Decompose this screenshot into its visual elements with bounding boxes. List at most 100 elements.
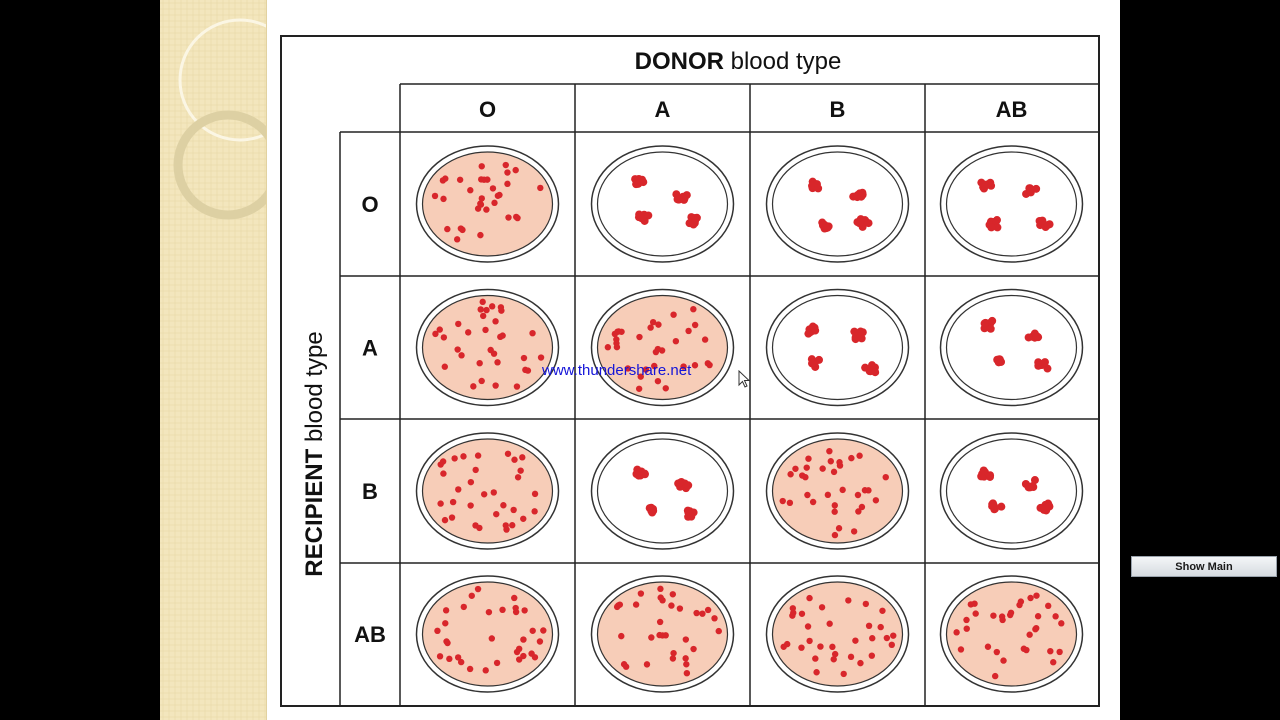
red-cell [792, 465, 799, 472]
red-cell [521, 607, 528, 614]
red-cell [855, 508, 862, 515]
red-cell [972, 610, 979, 617]
red-cell [454, 654, 462, 661]
recipient-type-label: B [362, 479, 378, 504]
red-cell [779, 497, 786, 505]
agglutinated-cell [997, 502, 1006, 511]
red-cell [460, 453, 467, 460]
recipient-type-label: O [361, 192, 378, 217]
red-cell [685, 327, 692, 335]
red-cell [872, 497, 880, 504]
red-cell [540, 627, 547, 634]
agglutinated-cell [638, 175, 647, 184]
red-cell [531, 508, 538, 515]
red-cell [830, 468, 838, 476]
red-cell [477, 231, 484, 239]
red-cell [509, 522, 516, 529]
recipient-type-label: AB [354, 622, 386, 647]
donor-type-label: B [830, 97, 846, 122]
red-cell [467, 187, 474, 194]
agglutinated-cell [687, 512, 696, 521]
agglutinated-cell [804, 329, 813, 338]
red-cell [537, 354, 545, 361]
agglutinated-cell [810, 323, 819, 332]
red-cell [806, 637, 813, 645]
red-cell [993, 648, 1001, 656]
red-cell [715, 627, 722, 635]
agglutinated-cell [814, 184, 823, 193]
red-cell [478, 195, 485, 202]
agglutinated-cell [1032, 184, 1041, 193]
agglutinated-cell [986, 324, 995, 333]
red-cell [474, 205, 482, 212]
donor-type-label: AB [996, 97, 1028, 122]
plate-inner [945, 581, 1078, 687]
red-cell [480, 491, 488, 498]
agglutinated-cell [1036, 503, 1045, 512]
red-cell [468, 592, 475, 599]
red-cell [643, 661, 651, 668]
red-cell [991, 672, 999, 680]
donor-type-label: A [655, 97, 671, 122]
red-cell [434, 627, 441, 635]
red-cell [444, 639, 451, 647]
red-cell [845, 597, 852, 604]
red-cell [520, 636, 527, 643]
agglutinated-cell [987, 223, 996, 232]
red-cell [1045, 602, 1052, 610]
red-cell [512, 166, 519, 174]
red-cell [480, 176, 488, 183]
red-cell [868, 652, 876, 659]
agglutinated-cell [993, 223, 1002, 232]
donor-header: DONOR blood type [635, 48, 842, 75]
show-main-button[interactable]: Show Main [1131, 556, 1277, 577]
red-cell [1017, 598, 1025, 605]
agglutinated-cell [864, 219, 873, 228]
decorative-rings [160, 0, 266, 720]
plate-incompatible [590, 432, 735, 550]
red-cell [676, 605, 684, 612]
agglutinated-cell [689, 220, 698, 229]
plate-inner [596, 151, 729, 257]
red-cell [485, 608, 493, 616]
agglutinated-cell [853, 218, 862, 227]
red-cell [817, 643, 824, 650]
plate-compatible [415, 288, 560, 407]
plate-compatible [765, 432, 910, 550]
agglutinated-cell [987, 181, 996, 190]
red-cell [448, 514, 456, 521]
red-cell [683, 669, 691, 677]
red-cell [497, 304, 505, 311]
red-cell [858, 503, 866, 511]
red-cell [682, 636, 690, 643]
red-cell [649, 318, 657, 326]
red-cell [482, 326, 489, 334]
red-cell [478, 377, 485, 385]
red-cell [455, 486, 462, 493]
red-cell [831, 508, 838, 515]
red-cell [511, 456, 518, 463]
agglutinated-cell [871, 368, 880, 377]
plate-compatible [415, 145, 560, 263]
red-cell [474, 452, 482, 459]
red-cell [652, 348, 660, 356]
plate-compatible [939, 575, 1084, 693]
watermark-link[interactable]: www.thundershare.net [542, 362, 692, 379]
agglutinated-cell [1024, 333, 1033, 342]
plate-incompatible [765, 288, 910, 407]
red-cell [831, 502, 838, 509]
red-cell [492, 318, 499, 325]
red-cell [648, 634, 655, 641]
red-cell [856, 452, 863, 459]
red-cell [512, 213, 520, 221]
red-cell [437, 500, 444, 507]
red-cell [476, 359, 483, 367]
red-cell [510, 506, 517, 514]
agglutinated-cell [1024, 483, 1033, 492]
red-cell [489, 185, 497, 192]
red-cell [971, 600, 978, 607]
red-cell [502, 522, 509, 529]
red-cell [458, 352, 465, 359]
